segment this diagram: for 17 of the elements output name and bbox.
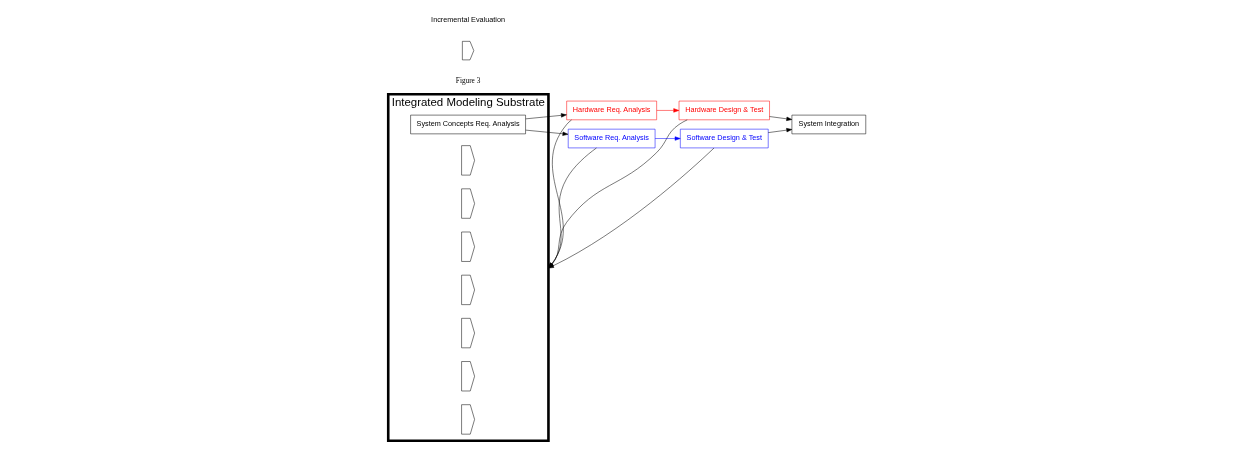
arrow — [547, 119, 687, 268]
arrow — [547, 119, 572, 268]
node-chevron — [460, 231, 475, 262]
node-chevron — [460, 144, 475, 175]
node-chevron — [460, 188, 475, 219]
node-chevron — [460, 274, 475, 305]
arrow — [525, 112, 567, 119]
arrow — [654, 135, 680, 141]
arrow — [768, 115, 792, 121]
arrow — [525, 129, 568, 136]
arrow — [767, 127, 792, 133]
arrow — [656, 107, 679, 113]
arrow — [547, 147, 597, 268]
arrow — [547, 147, 714, 268]
node-chevron — [460, 360, 475, 391]
node-chevron — [460, 403, 475, 434]
node-chevron — [460, 317, 475, 348]
